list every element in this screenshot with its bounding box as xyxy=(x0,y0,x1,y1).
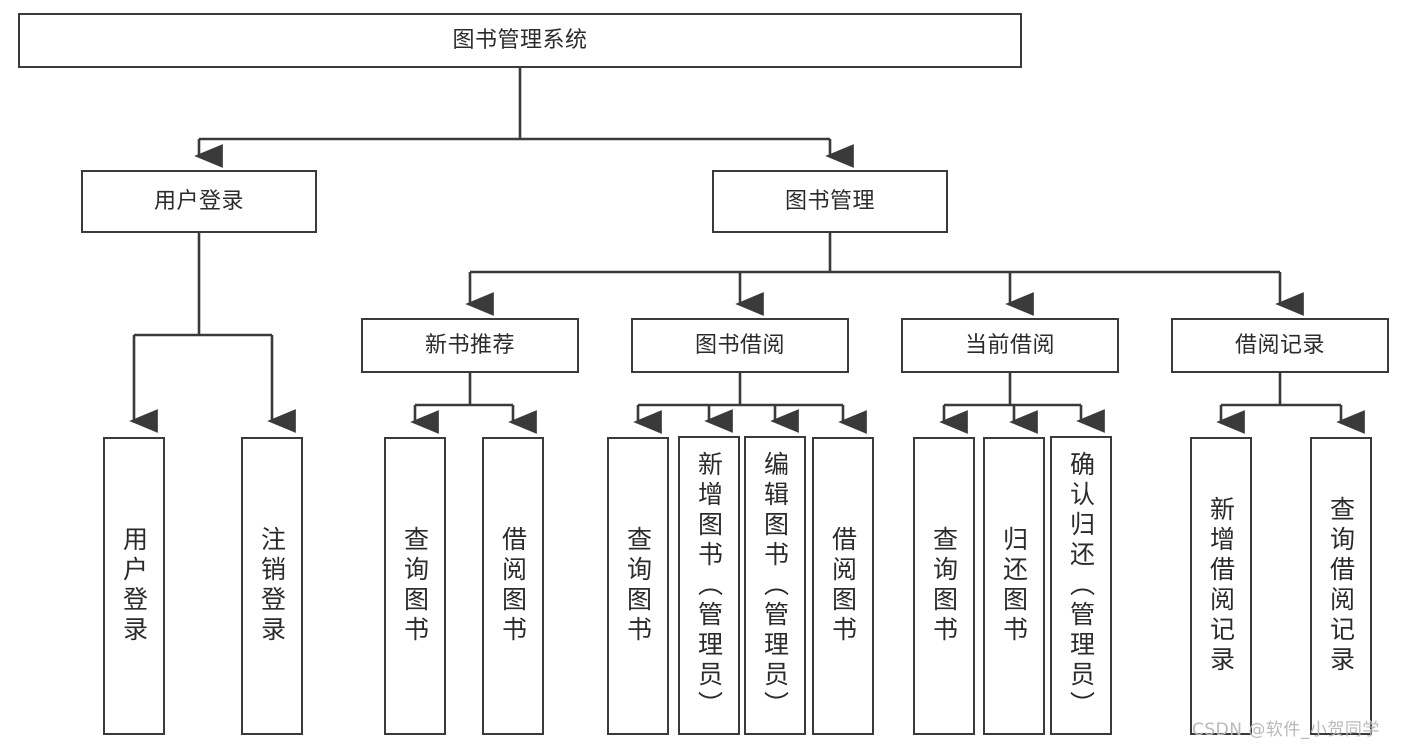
node-label: 确认归还（管理员） xyxy=(1066,450,1096,721)
node-label: 图书管理系统 xyxy=(452,27,588,53)
node-label: 借阅图书 xyxy=(498,526,528,646)
node-book-borrow[interactable]: 图书借阅 xyxy=(631,318,849,373)
node-label: 用户登录 xyxy=(153,188,244,214)
leaf-user-login[interactable]: 用户登录 xyxy=(103,437,165,735)
csdn-watermark: CSDN @软件_小贺同学 xyxy=(1192,720,1380,740)
node-label: 图书借阅 xyxy=(694,332,785,358)
node-label: 编辑图书（管理员） xyxy=(760,450,790,721)
node-label: 查询图书 xyxy=(929,526,959,646)
leaf-edit-book-admin[interactable]: 编辑图书（管理员） xyxy=(744,436,806,735)
leaf-borrow-book[interactable]: 借阅图书 xyxy=(812,437,874,735)
leaf-return-book[interactable]: 归还图书 xyxy=(983,437,1045,735)
node-label: 新增借阅记录 xyxy=(1206,496,1236,676)
node-label: 注销登录 xyxy=(257,526,287,646)
node-root-system[interactable]: 图书管理系统 xyxy=(18,13,1022,68)
leaf-borrow-book-recommend[interactable]: 借阅图书 xyxy=(482,437,544,735)
node-user-login[interactable]: 用户登录 xyxy=(81,170,317,233)
node-borrow-record[interactable]: 借阅记录 xyxy=(1171,318,1389,373)
leaf-query-book-current[interactable]: 查询图书 xyxy=(913,437,975,735)
node-label: 归还图书 xyxy=(999,526,1029,646)
leaf-add-book-admin[interactable]: 新增图书（管理员） xyxy=(678,436,740,735)
node-label: 查询借阅记录 xyxy=(1326,496,1356,676)
node-label: 用户登录 xyxy=(119,526,149,646)
node-label: 当前借阅 xyxy=(964,332,1055,358)
node-label: 新书推荐 xyxy=(424,332,515,358)
leaf-query-book-recommend[interactable]: 查询图书 xyxy=(384,437,446,735)
node-new-book-recommend[interactable]: 新书推荐 xyxy=(361,318,579,373)
node-label: 查询图书 xyxy=(400,526,430,646)
node-label: 借阅图书 xyxy=(828,526,858,646)
node-label: 借阅记录 xyxy=(1234,332,1325,358)
leaf-add-borrow-record[interactable]: 新增借阅记录 xyxy=(1190,437,1252,735)
node-label: 新增图书（管理员） xyxy=(694,450,724,721)
node-book-manage[interactable]: 图书管理 xyxy=(712,170,948,233)
leaf-logout[interactable]: 注销登录 xyxy=(241,437,303,735)
leaf-query-borrow-record[interactable]: 查询借阅记录 xyxy=(1310,437,1372,735)
node-label: 查询图书 xyxy=(623,526,653,646)
node-current-borrow[interactable]: 当前借阅 xyxy=(901,318,1119,373)
leaf-confirm-return-admin[interactable]: 确认归还（管理员） xyxy=(1050,436,1112,735)
leaf-query-book-borrow[interactable]: 查询图书 xyxy=(607,437,669,735)
node-label: 图书管理 xyxy=(784,188,875,214)
